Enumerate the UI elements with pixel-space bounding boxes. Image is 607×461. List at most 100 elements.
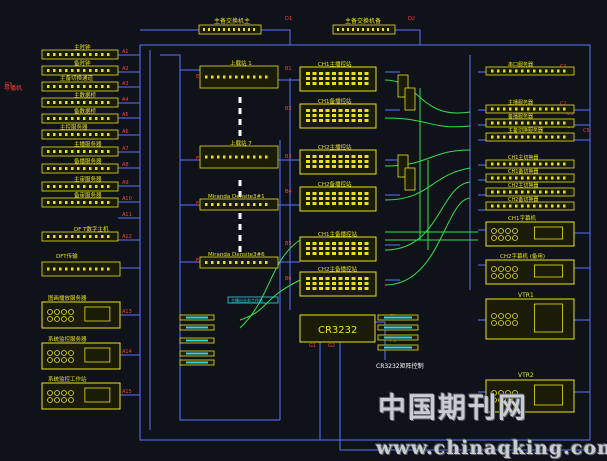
top-panel-primary-label: 主备交换机主 xyxy=(214,17,250,25)
right-device-label: 主备切换服务器 xyxy=(508,127,543,134)
center-left-rack xyxy=(199,145,279,169)
svg-text:E1: E1 xyxy=(196,74,202,80)
svg-text:G2: G2 xyxy=(328,343,335,349)
svg-text:C3: C3 xyxy=(567,111,574,117)
routers xyxy=(397,74,416,191)
svg-text:A9: A9 xyxy=(122,180,129,186)
right-lower-unit xyxy=(485,298,575,340)
matrix-note: CR3232矩阵控制 xyxy=(376,362,424,370)
right-device-label: CH1主切换器 xyxy=(508,154,538,161)
center-left-label: 上载站 1 xyxy=(230,59,252,67)
top-panel-primary: 主备交换机主 xyxy=(198,17,262,35)
right-device-rack xyxy=(485,118,575,128)
center-left-rack xyxy=(199,256,279,269)
right-lower-label: CH1字幕机 xyxy=(508,214,536,222)
svg-text:A2: A2 xyxy=(122,66,129,72)
wire-layer xyxy=(118,29,591,451)
left-device-label: 主审服务器 xyxy=(74,175,102,183)
left-bottom-unit xyxy=(41,382,121,410)
right-lower-unit xyxy=(485,221,575,247)
left-device-rack xyxy=(41,97,119,108)
svg-text:E3: E3 xyxy=(196,201,202,207)
left-bottom-unit xyxy=(41,301,121,329)
left-device-rack xyxy=(41,113,119,124)
left-device-label: 备审服务器 xyxy=(74,191,102,199)
svg-text:B6: B6 xyxy=(285,276,292,282)
svg-text:A3: A3 xyxy=(122,81,129,87)
left-device-rack xyxy=(41,163,119,174)
right-device-label: 备播服务器 xyxy=(508,113,533,120)
right-device-rack xyxy=(485,173,575,183)
svg-text:C2: C2 xyxy=(560,101,567,107)
green-wire-layer xyxy=(239,79,478,329)
svg-text:B2: B2 xyxy=(285,106,292,112)
left-device-rack xyxy=(41,231,119,242)
left-bottom-unit xyxy=(41,342,121,370)
left-bottom-label: 系统监控服务器 xyxy=(48,335,87,343)
svg-text:A10: A10 xyxy=(122,196,132,202)
svg-text:A13: A13 xyxy=(122,309,132,315)
svg-text:D1: D1 xyxy=(285,16,292,22)
svg-text:A1: A1 xyxy=(122,49,129,55)
left-device-label: DFT传输 xyxy=(56,252,78,260)
right-lower-unit xyxy=(485,379,575,413)
svg-text:A8: A8 xyxy=(122,162,129,168)
switch-station xyxy=(299,66,377,92)
right-lower-label: VTR2 xyxy=(518,372,534,379)
center-left-rack xyxy=(199,198,279,211)
svg-text:A11: A11 xyxy=(122,212,132,218)
right-device-label: CH2备切换器 xyxy=(508,196,538,203)
left-device-label: 备播服务器 xyxy=(74,157,102,165)
left-device-rack xyxy=(41,146,119,157)
top-panel-backup: 主备交换机备 xyxy=(332,17,396,35)
right-device-rack xyxy=(485,187,575,197)
switch-station-label: CH2主播控站 xyxy=(318,143,352,151)
svg-text:E2: E2 xyxy=(196,156,202,162)
svg-text:F3: F3 xyxy=(390,338,396,344)
right-lower-label: CH2字幕机 (备用) xyxy=(500,252,545,260)
switch-stations: CH1主播控站 CH1备播控站 CH2主播控站 CH2备播控站 CH1主备播控站 CH2主… xyxy=(299,60,377,297)
right-device-column: 串口服务器主播服务器备播服务器主备切换服务器CH1主切换器CH1备切换器CH2主… xyxy=(485,61,575,211)
left-device-label: 主控服务器 xyxy=(60,123,88,131)
distribution-strips: 主播出业务工作站 xyxy=(179,296,419,366)
right-device-rack xyxy=(485,201,575,211)
left-bottom-label: 系统监控工作站 xyxy=(48,375,87,383)
svg-text:B3: B3 xyxy=(285,154,292,160)
svg-text:B5: B5 xyxy=(285,241,292,247)
switch-station-label: CH2备播控站 xyxy=(318,180,352,188)
center-left-label: Miranda Densite3#6 xyxy=(208,252,265,258)
center-left-rack xyxy=(199,65,279,89)
switch-station-label: CH1主备播控站 xyxy=(318,230,357,238)
svg-text:A4: A4 xyxy=(122,97,129,103)
switch-station-label: CH2主备播控站 xyxy=(318,265,357,273)
switch-station xyxy=(299,149,377,175)
left-device-rack xyxy=(41,129,119,140)
left-device-label: 主数据桥 xyxy=(74,91,97,99)
right-device-label: CH1备切换器 xyxy=(508,168,538,175)
right-device-rack xyxy=(485,66,575,76)
svg-text:D2: D2 xyxy=(408,16,415,22)
center-left-label: Miranda Densite3#1 xyxy=(208,194,265,200)
switch-station xyxy=(299,236,377,262)
left-device-rack-large xyxy=(41,261,121,277)
left-device-label: DF T数字主机 xyxy=(74,225,109,233)
right-device-label: 主播服务器 xyxy=(508,99,533,106)
matrix-label: CR3232 xyxy=(318,325,357,336)
switch-station-label: CH1主播控站 xyxy=(318,60,352,68)
svg-text:B1: B1 xyxy=(285,66,292,72)
left-device-rack xyxy=(41,81,119,92)
left-side-label: 导播机 xyxy=(4,84,22,92)
left-bottom-label: 图画播放服务器 xyxy=(48,294,87,302)
switch-station-label: CH1备播控站 xyxy=(318,97,352,105)
left-device-label: 备时钟 xyxy=(74,59,91,67)
left-device-label: 主备切换通道 xyxy=(60,74,94,82)
svg-text:E4: E4 xyxy=(196,258,202,264)
svg-text:A12: A12 xyxy=(122,234,132,240)
left-device-rack xyxy=(41,181,119,192)
left-device-rack xyxy=(41,65,119,76)
right-device-rack xyxy=(485,159,575,169)
